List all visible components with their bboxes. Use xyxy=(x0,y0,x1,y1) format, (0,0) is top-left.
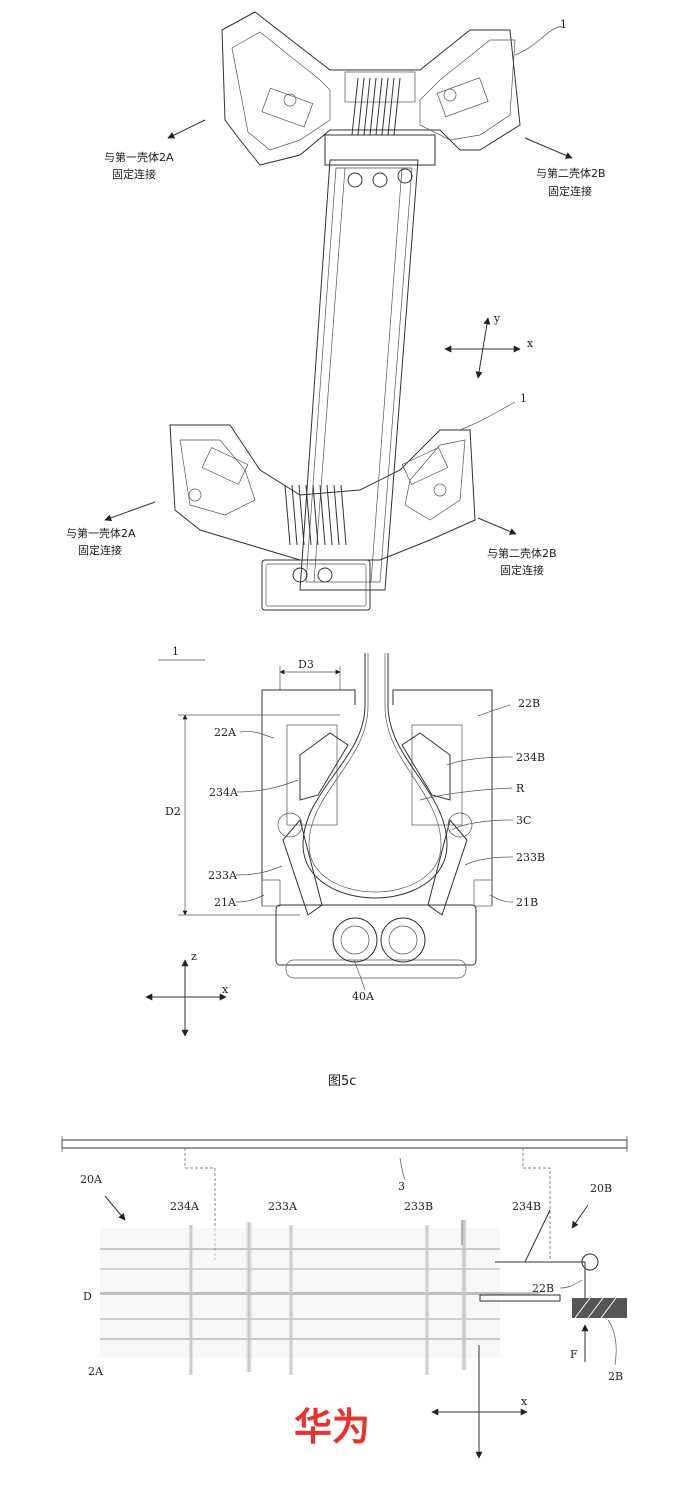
label-20B: 20B xyxy=(590,1182,612,1195)
arm-234A xyxy=(299,732,349,801)
housing-top-left xyxy=(262,689,356,705)
leader-21B xyxy=(489,894,514,903)
leader-1-bottom xyxy=(459,401,516,431)
pivot-left xyxy=(277,812,303,838)
leader-21A xyxy=(235,894,265,903)
axes-bottom xyxy=(431,1370,528,1459)
arrow-right-bottom xyxy=(477,517,517,535)
leader-234A xyxy=(236,779,299,793)
label-left-top-1: 与第一壳体2A xyxy=(104,150,174,164)
axis-z-label: z xyxy=(191,950,197,963)
label-22B-b: 22B xyxy=(532,1282,554,1295)
housing-outline-left xyxy=(184,1148,216,1260)
arrow-left-top xyxy=(167,119,206,139)
label-40A: 40A xyxy=(352,990,375,1003)
leader-234B xyxy=(446,756,514,766)
label-233B: 233B xyxy=(516,851,545,864)
arrow-right-top xyxy=(524,137,573,159)
label-right-bottom-1: 与第二壳体2B xyxy=(487,546,557,560)
axis-x-label-b: x xyxy=(521,1395,528,1408)
leader-3 xyxy=(399,1157,406,1181)
label-3C: 3C xyxy=(516,814,531,827)
label-234B: 234B xyxy=(516,751,545,764)
label-2B: 2B xyxy=(608,1370,623,1383)
label-21B: 21B xyxy=(516,896,538,909)
top-hinge-assembly xyxy=(221,11,521,188)
label-234A-b: 234A xyxy=(170,1200,200,1213)
label-2A: 2A xyxy=(88,1365,104,1378)
axis-x-label: x xyxy=(527,337,534,350)
label-20A: 20A xyxy=(80,1173,103,1186)
gear-right xyxy=(380,917,426,963)
gear-teeth-top xyxy=(351,77,401,136)
label-left-bottom-2: 固定连接 xyxy=(78,543,122,557)
gear-base-lip xyxy=(285,959,467,979)
label-234A: 234A xyxy=(209,786,239,799)
central-plate xyxy=(261,159,419,611)
block-21A xyxy=(261,879,281,907)
ref-1-bottom: 1 xyxy=(520,392,527,405)
label-22A: 22A xyxy=(214,726,237,739)
leader-233B xyxy=(464,856,514,866)
label-22B: 22B xyxy=(518,697,540,710)
figure-b-side-view: 3 20A 20B 234A 233A 233B 234B D 22B F 2B… xyxy=(61,1136,628,1459)
arm-234B-slant xyxy=(524,1209,551,1263)
label-right-top-2: 固定连接 xyxy=(548,184,592,198)
leader-22A xyxy=(239,731,275,739)
label-233A: 233A xyxy=(208,869,238,882)
ref-1-top: 1 xyxy=(560,18,567,31)
huawei-watermark: 华为 xyxy=(294,1405,370,1449)
label-left-top-2: 固定连接 xyxy=(112,167,156,181)
pivot-22B xyxy=(581,1253,599,1271)
leader-233A xyxy=(235,865,283,876)
label-right-top-1: 与第二壳体2B xyxy=(536,166,606,180)
label-F: F xyxy=(570,1348,578,1361)
pivot-right xyxy=(447,812,473,838)
screen-teardrop-outer xyxy=(302,653,448,899)
label-21A: 21A xyxy=(214,896,237,909)
axes-xy xyxy=(444,317,521,379)
label-D: D xyxy=(83,1290,92,1303)
axis-y-label: y xyxy=(493,312,501,325)
leader-40A xyxy=(353,959,366,991)
gear-base xyxy=(275,904,477,966)
figure-a-assembly: 1 1 与第一壳体2A 固定连接 与第二壳体2B 固定连接 与第一壳体2A 固定… xyxy=(66,11,606,611)
label-D2: D2 xyxy=(165,805,181,818)
bottom-hinge-assembly xyxy=(169,424,476,583)
label-right-bottom-2: 固定连接 xyxy=(500,563,544,577)
block-21B xyxy=(473,879,493,907)
gear-40A-left xyxy=(332,917,378,963)
label-R: R xyxy=(516,782,525,795)
axis-x-label-5c: x xyxy=(222,983,229,996)
leader-R xyxy=(419,787,513,801)
leader-22B-b xyxy=(559,1279,583,1289)
housing-outline-right xyxy=(522,1148,551,1260)
axes-zx xyxy=(145,959,227,1037)
leader-3C xyxy=(451,819,514,831)
label-3: 3 xyxy=(398,1180,405,1193)
gear-teeth-bottom xyxy=(284,484,347,546)
slider-rail xyxy=(479,1294,561,1302)
figure-5c-section: 1 xyxy=(145,645,545,1089)
screen-teardrop-inner xyxy=(308,653,442,893)
arrow-20B xyxy=(571,1204,589,1229)
arrow-20A xyxy=(104,1195,126,1221)
arm-234B xyxy=(401,732,451,801)
plate-3 xyxy=(61,1139,628,1149)
leader-22B xyxy=(477,704,511,717)
label-D3: D3 xyxy=(298,658,314,671)
leader-1-top xyxy=(514,25,563,56)
housing-2B xyxy=(572,1298,627,1318)
blurred-mechanism xyxy=(100,1220,540,1375)
caption-5c: 图5c xyxy=(328,1074,356,1089)
label-233A-b: 233A xyxy=(268,1200,298,1213)
arrow-left-bottom xyxy=(104,501,156,522)
ref-1-5c: 1 xyxy=(172,645,179,658)
label-left-bottom-1: 与第一壳体2A xyxy=(66,526,136,540)
label-234B-b: 234B xyxy=(512,1200,541,1213)
label-233B-b: 233B xyxy=(404,1200,433,1213)
leader-2B xyxy=(607,1319,617,1366)
housing-top-right xyxy=(392,689,493,905)
